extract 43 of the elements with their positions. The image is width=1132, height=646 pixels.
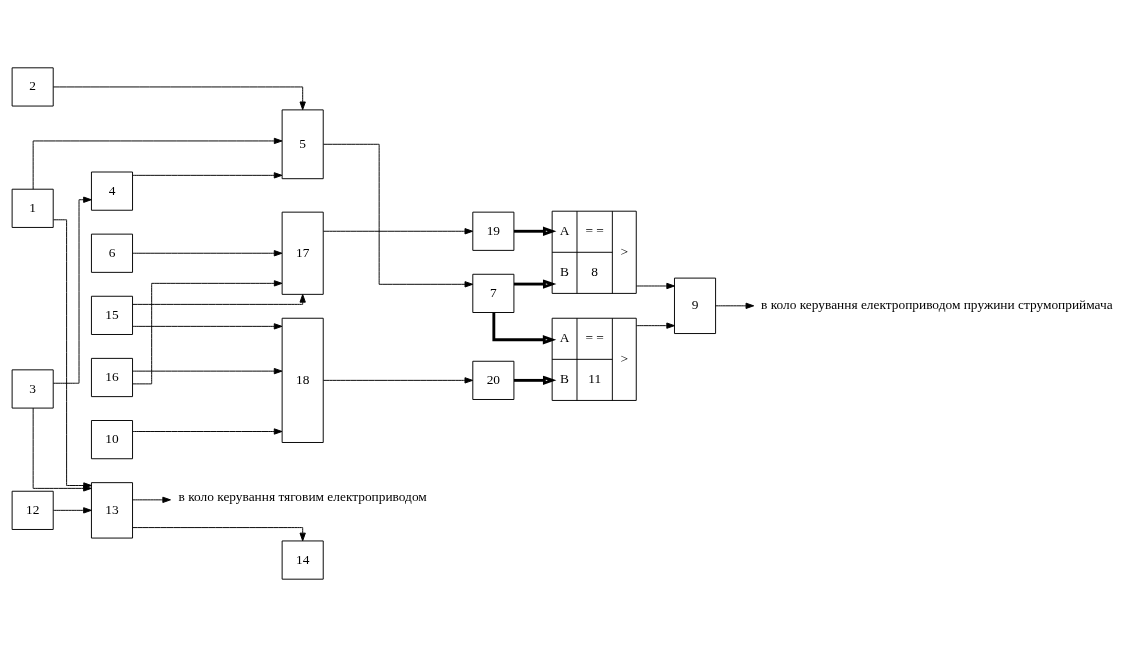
node-box: 19: [472, 211, 515, 251]
node-box: 6: [90, 233, 133, 273]
arrow: [635, 282, 675, 289]
node-box: 12: [11, 490, 54, 530]
arrow: [52, 196, 92, 384]
node-box: 14: [281, 539, 324, 580]
arrow: [132, 367, 283, 374]
arrow: [513, 226, 557, 236]
node-box: 5: [281, 108, 324, 179]
node-box: 9: [674, 277, 717, 334]
node-box: 18: [281, 317, 324, 443]
node-box: 3: [11, 368, 54, 409]
node-box: 16: [90, 357, 133, 397]
node-text: в коло керування електроприводом пружини струмоприймача: [761, 296, 1113, 312]
arrow: [132, 427, 283, 435]
arrow: [513, 278, 557, 289]
arrow: [322, 376, 474, 384]
arrow: [132, 322, 283, 330]
arrow: [132, 496, 171, 503]
arrow: [132, 279, 283, 384]
arrow: [52, 85, 306, 110]
node-box: 10: [90, 419, 133, 459]
arrow: [715, 302, 755, 309]
arrow: [132, 171, 283, 178]
arrow: [322, 227, 474, 234]
arrow: [132, 249, 283, 256]
arrow: [513, 375, 557, 385]
node-box: 7: [472, 273, 515, 313]
node-box: 20: [472, 360, 515, 400]
node-box: 2: [11, 66, 54, 107]
arrow: [53, 506, 92, 513]
node-box: 1: [11, 188, 54, 228]
node-box: 13: [90, 481, 133, 539]
arrow: [132, 526, 306, 541]
arrow: [323, 143, 474, 287]
node-text: в коло керування тяговим електроприводом: [178, 488, 427, 504]
arrow: [132, 293, 306, 305]
node-box: 17: [281, 211, 324, 295]
arrow: [635, 322, 675, 329]
node-box: 15: [90, 295, 133, 335]
node-box: 4: [90, 171, 133, 211]
arrow: [492, 312, 557, 344]
arrow: [32, 137, 283, 190]
